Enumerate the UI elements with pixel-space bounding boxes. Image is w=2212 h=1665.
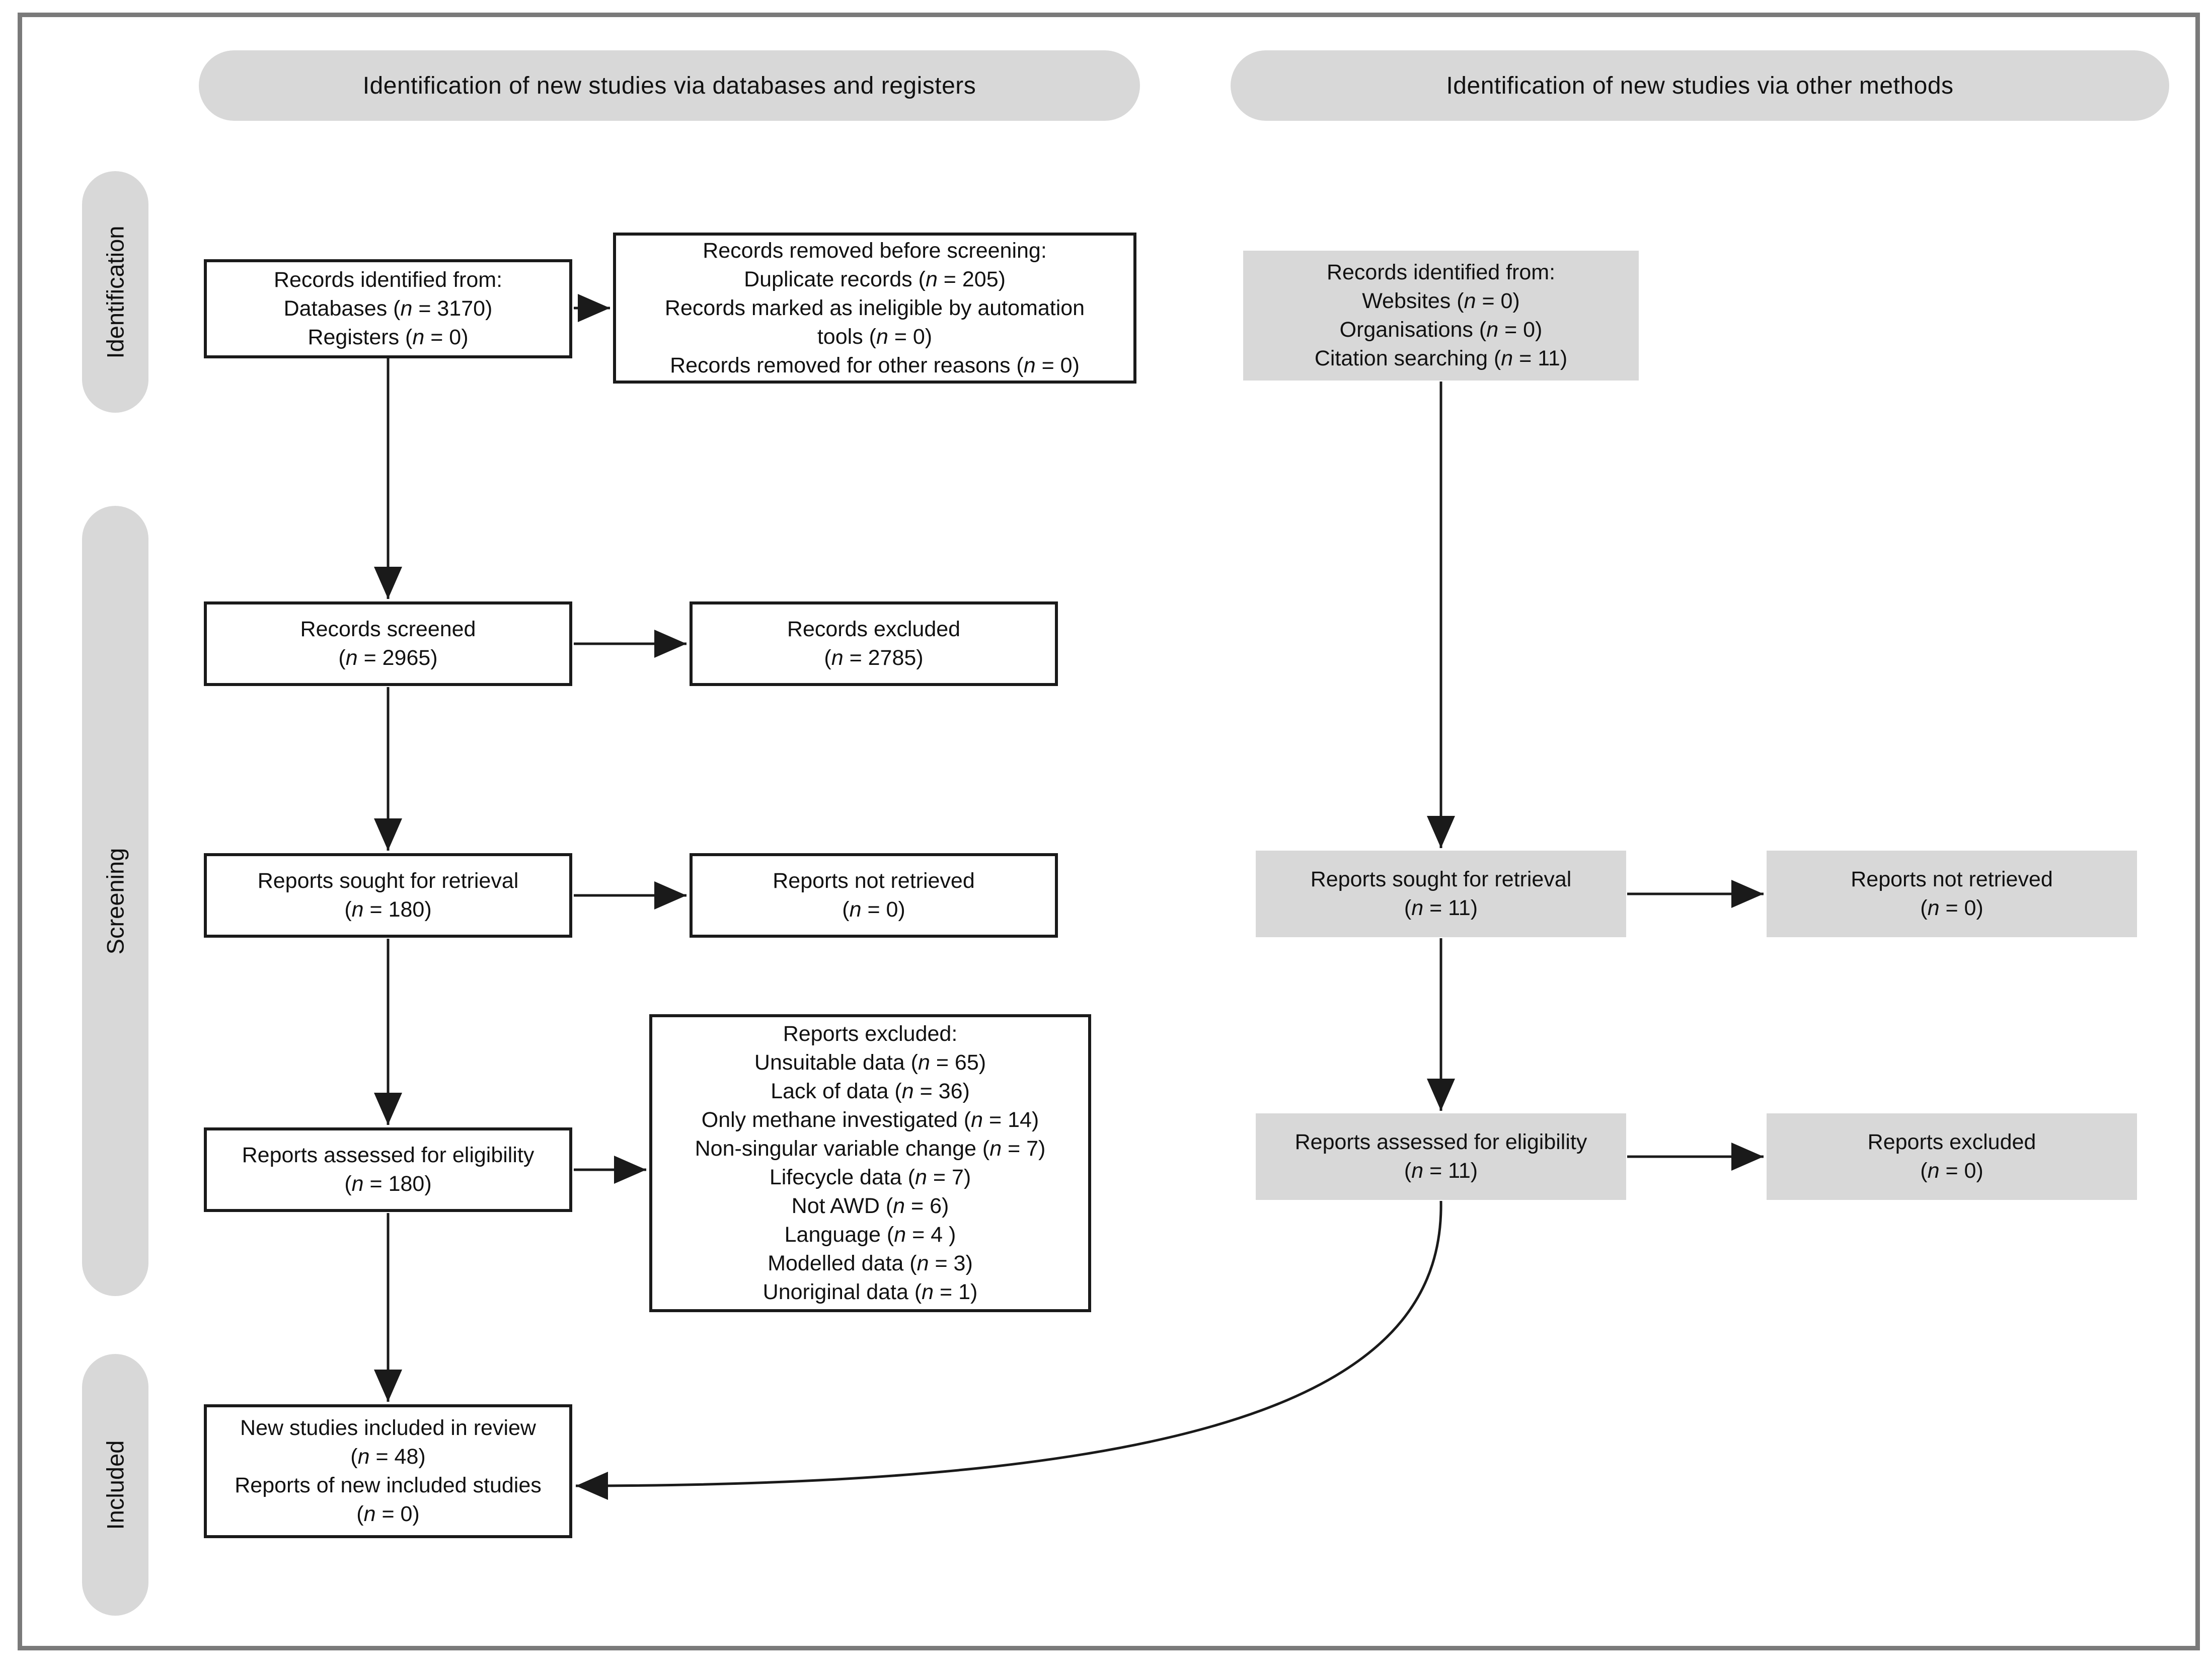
box-text-line: Lack of data (n = 36)	[771, 1079, 970, 1103]
box-reports-excluded-reasons: Reports excluded: Unsuitable data (n = 65…	[649, 1014, 1091, 1312]
box-text-line: Reports sought for retrieval	[257, 869, 519, 893]
box-reports-not-retrieved-databases: Reports not retrieved (n = 0)	[690, 853, 1058, 938]
box-text-line: (n = 180)	[344, 1172, 432, 1196]
box-reports-sought-databases: Reports sought for retrieval (n = 180)	[204, 853, 572, 938]
box-reports-excluded-other: Reports excluded (n = 0)	[1767, 1113, 2137, 1200]
box-text-line: tools (n = 0)	[817, 324, 933, 349]
box-text-line: Unsuitable data (n = 65)	[754, 1050, 986, 1075]
box-records-removed-before-screening: Records removed before screening: Duplica…	[613, 233, 1136, 384]
box-text-line: (n = 0)	[1920, 896, 1984, 920]
box-text-line: (n = 0)	[842, 897, 905, 922]
stage-pill-identification: Identification	[82, 171, 148, 413]
box-reports-not-retrieved-other: Reports not retrieved (n = 0)	[1767, 851, 2137, 937]
box-text-line: Records marked as ineligible by automati…	[664, 295, 1085, 320]
box-text-line: Records removed for other reasons (n = 0…	[670, 353, 1080, 377]
stage-screening-label: Screening	[102, 848, 129, 954]
box-text-line: Reports not retrieved	[1851, 867, 2053, 891]
box-text-line: Lifecycle data (n = 7)	[769, 1165, 971, 1189]
box-text-line: Records excluded	[787, 617, 961, 641]
box-text-line: Reports not retrieved	[773, 869, 975, 893]
box-text-line: New studies included in review	[240, 1416, 536, 1440]
box-reports-assessed-databases: Reports assessed for eligibility (n = 180…	[204, 1127, 572, 1212]
box-text-line: Duplicate records (n = 205)	[744, 267, 1006, 291]
box-text-line: (n = 48)	[350, 1445, 426, 1469]
box-text-line: Modelled data (n = 3)	[768, 1251, 973, 1275]
box-text-line: Only methane investigated (n = 14)	[701, 1108, 1039, 1132]
box-text-line: Organisations (n = 0)	[1339, 318, 1543, 342]
box-records-screened: Records screened (n = 2965)	[204, 601, 572, 686]
stage-identification-label: Identification	[102, 225, 129, 358]
box-reports-assessed-other: Reports assessed for eligibility (n = 11)	[1256, 1113, 1626, 1200]
box-reports-sought-other: Reports sought for retrieval (n = 11)	[1256, 851, 1626, 937]
header-databases-registers-label: Identification of new studies via databa…	[362, 72, 976, 99]
box-text-line: Records identified from:	[273, 268, 503, 292]
box-text-line: (n = 11)	[1404, 896, 1478, 920]
box-records-identified-other: Records identified from: Websites (n = 0)…	[1243, 251, 1639, 381]
header-other-methods-label: Identification of new studies via other …	[1446, 72, 1954, 99]
box-text-line: (n = 11)	[1404, 1159, 1478, 1183]
box-text-line: (n = 0)	[356, 1502, 420, 1526]
box-text-line: Reports of new included studies	[235, 1473, 542, 1497]
outer-frame	[18, 13, 2200, 1650]
stage-pill-screening: Screening	[82, 506, 148, 1296]
box-text-line: Reports excluded	[1867, 1130, 2036, 1154]
header-databases-registers: Identification of new studies via databa…	[199, 50, 1140, 121]
box-text-line: Databases (n = 3170)	[283, 296, 493, 321]
box-text-line: (n = 0)	[1920, 1159, 1984, 1183]
box-text-line: Non-singular variable change (n = 7)	[695, 1137, 1046, 1161]
box-text-line: Unoriginal data (n = 1)	[762, 1280, 978, 1304]
box-text-line: Not AWD (n = 6)	[791, 1194, 949, 1218]
box-text-line: Records screened	[300, 617, 476, 641]
box-text-line: Reports sought for retrieval	[1310, 867, 1572, 891]
stage-included-label: Included	[102, 1440, 129, 1530]
box-new-studies-included: New studies included in review (n = 48) Re…	[204, 1404, 572, 1538]
box-text-line: (n = 180)	[344, 897, 432, 922]
box-records-identified-databases: Records identified from: Databases (n = 3…	[204, 259, 572, 358]
box-text-line: Reports assessed for eligibility	[1294, 1130, 1587, 1154]
box-text-line: Reports excluded:	[783, 1022, 958, 1046]
box-records-excluded: Records excluded (n = 2785)	[690, 601, 1058, 686]
box-text-line: Records removed before screening:	[703, 238, 1047, 263]
stage-pill-included: Included	[82, 1354, 148, 1616]
box-text-line: Language (n = 4 )	[784, 1223, 956, 1247]
box-text-line: Reports assessed for eligibility	[242, 1143, 535, 1167]
box-text-line: Citation searching (n = 11)	[1314, 346, 1568, 370]
box-text-line: Websites (n = 0)	[1362, 289, 1520, 313]
header-other-methods: Identification of new studies via other …	[1231, 50, 2169, 121]
box-text-line: (n = 2785)	[824, 646, 924, 670]
box-text-line: Records identified from:	[1326, 260, 1556, 284]
box-text-line: (n = 2965)	[338, 646, 438, 670]
box-text-line: Registers (n = 0)	[308, 325, 469, 349]
